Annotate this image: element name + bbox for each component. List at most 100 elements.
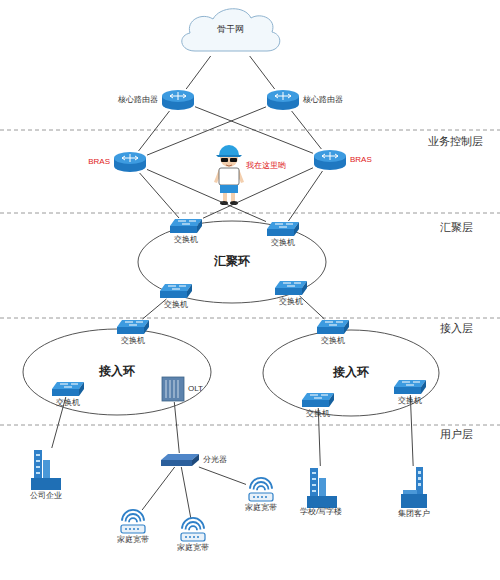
switch-shape bbox=[393, 379, 427, 395]
network-link bbox=[288, 171, 322, 221]
network-link bbox=[203, 168, 313, 218]
router-icon bbox=[114, 152, 146, 172]
router-shape bbox=[113, 151, 147, 173]
switch-top bbox=[394, 380, 426, 387]
cloud-node: 骨干网 bbox=[175, 4, 285, 56]
layer-divider bbox=[0, 425, 500, 426]
switch-node: 交换机 bbox=[274, 280, 308, 296]
home-router-light bbox=[185, 536, 187, 538]
person-shirt bbox=[219, 168, 239, 185]
node-label: 汇聚环 bbox=[214, 255, 250, 268]
cartoon-person bbox=[214, 145, 244, 205]
olt-body bbox=[162, 377, 184, 401]
node-label: 骨干网 bbox=[217, 25, 244, 35]
building-shape bbox=[30, 448, 62, 490]
building-icon bbox=[307, 468, 337, 508]
network-link bbox=[174, 402, 179, 453]
router-icon bbox=[162, 90, 194, 110]
switch-top bbox=[52, 382, 84, 389]
wifi-arc bbox=[186, 522, 201, 530]
switch-arrows bbox=[275, 224, 293, 227]
layer-name: 接入层 bbox=[440, 322, 473, 334]
switch-shape bbox=[159, 283, 193, 299]
home-node: 家庭宽带 bbox=[246, 478, 276, 502]
switch-top bbox=[170, 219, 202, 226]
person-sunglasses bbox=[221, 158, 228, 162]
switch-front bbox=[317, 327, 344, 334]
network-link bbox=[410, 395, 413, 466]
switch-front bbox=[170, 226, 197, 233]
switch-arrows bbox=[125, 322, 143, 325]
switch-side bbox=[79, 382, 84, 396]
home-router-light bbox=[253, 496, 255, 498]
home-node: 家庭宽带 bbox=[118, 510, 148, 534]
layer-name: 用户层 bbox=[440, 428, 473, 440]
node-label: 核心路由器 bbox=[303, 96, 343, 105]
network-link bbox=[142, 467, 175, 510]
network-link bbox=[195, 107, 313, 154]
wifi-arc bbox=[250, 478, 272, 489]
building-node: 公司企业 bbox=[30, 448, 62, 490]
router-top bbox=[114, 152, 146, 164]
router-shape bbox=[161, 89, 195, 111]
node-label: 交换机 bbox=[164, 301, 188, 310]
node-label: BRAS bbox=[350, 156, 372, 165]
ring-icon bbox=[138, 221, 326, 303]
router-arrows bbox=[122, 154, 138, 162]
switch-front bbox=[117, 327, 144, 334]
building-roof bbox=[403, 490, 417, 494]
person-cap-brim bbox=[216, 155, 242, 157]
switch-icon bbox=[394, 380, 426, 394]
switch-top bbox=[267, 222, 299, 229]
splitter-node: 分光器 bbox=[160, 453, 200, 467]
olt-slot bbox=[174, 380, 175, 398]
network-link bbox=[250, 56, 275, 89]
tower-icon bbox=[401, 467, 427, 508]
splitter-side bbox=[192, 454, 199, 466]
node-label: OLT bbox=[188, 385, 203, 394]
cloud-outline bbox=[182, 9, 280, 51]
building-window bbox=[36, 472, 40, 474]
switch-arrows bbox=[325, 322, 343, 325]
layer-name: 汇聚层 bbox=[440, 221, 473, 233]
ring-icon bbox=[23, 329, 211, 415]
network-link bbox=[181, 467, 190, 518]
node-label: 交换机 bbox=[321, 337, 345, 346]
node-label: 接入环 bbox=[99, 365, 135, 378]
wifi-arc bbox=[122, 510, 144, 521]
switch-icon bbox=[267, 222, 299, 236]
ring-outline bbox=[263, 330, 439, 416]
node-label: 交换机 bbox=[306, 410, 330, 419]
switch-node: 交换机 bbox=[169, 218, 203, 234]
network-link bbox=[300, 296, 325, 319]
switch-icon bbox=[160, 284, 192, 298]
wifi-arc bbox=[257, 486, 265, 490]
switch-shape bbox=[274, 280, 308, 296]
switch-icon bbox=[117, 320, 149, 334]
network-link bbox=[147, 169, 266, 221]
switch-node: 交换机 bbox=[51, 381, 85, 397]
switch-front bbox=[52, 389, 79, 396]
switch-side bbox=[187, 284, 192, 298]
building-window bbox=[418, 471, 421, 474]
home-icon bbox=[181, 518, 205, 541]
switch-shape bbox=[316, 319, 350, 335]
switch-node: 交换机 bbox=[159, 283, 193, 299]
building-node: 学校/写字楼 bbox=[306, 466, 336, 506]
home-router-light bbox=[137, 528, 139, 530]
switch-side bbox=[344, 320, 349, 334]
switch-side bbox=[294, 222, 299, 236]
router-shape bbox=[313, 149, 347, 171]
home-router-body bbox=[121, 525, 145, 533]
home-router-light bbox=[193, 536, 195, 538]
ring-outline bbox=[138, 221, 326, 303]
building-window bbox=[312, 490, 316, 492]
switch-shape bbox=[169, 218, 203, 234]
router-arrows bbox=[322, 152, 338, 160]
router-top bbox=[162, 90, 194, 102]
switch-front bbox=[267, 229, 294, 236]
olt-icon bbox=[162, 377, 184, 401]
layer-name: 业务控制层 bbox=[428, 135, 483, 147]
node-label: 接入环 bbox=[333, 366, 369, 379]
